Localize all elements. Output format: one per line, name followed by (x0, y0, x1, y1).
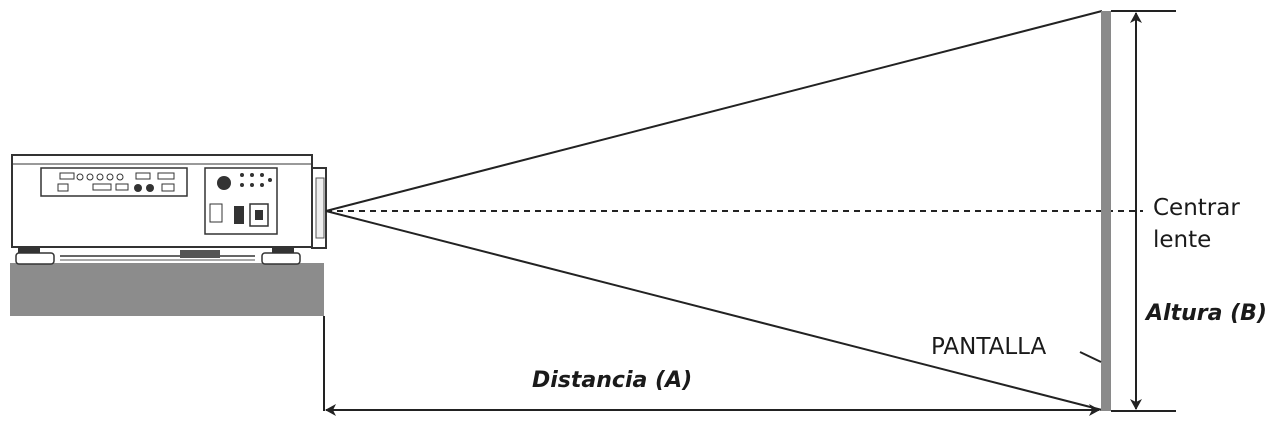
center-lens-label-line1: Centrar (1153, 195, 1240, 221)
table-stand (10, 263, 324, 316)
center-lens-label: Centrar lente (1153, 192, 1240, 256)
screen-label: PANTALLA (931, 334, 1047, 360)
beam-bottom-line (325, 210, 1103, 411)
screen (1101, 11, 1111, 411)
screen-leader-line (1079, 351, 1102, 363)
height-label: Altura (B) (1146, 301, 1267, 326)
center-lens-label-line2: lente (1153, 227, 1212, 253)
distance-label: Distancia (A) (532, 368, 693, 393)
beam-top-line (325, 10, 1103, 212)
projector (11, 154, 327, 265)
